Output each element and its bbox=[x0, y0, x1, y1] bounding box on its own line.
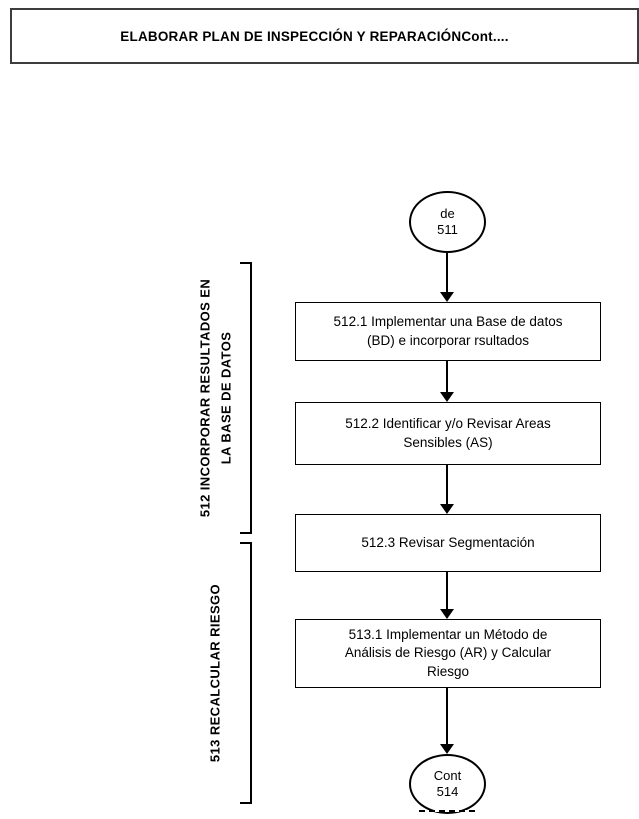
start-node-de-511: de 511 bbox=[409, 191, 486, 253]
section-label-512: 512 INCORPORAR RESULTADOS EN LA BASE DE … bbox=[195, 279, 238, 517]
end-node-line2: 514 bbox=[436, 784, 459, 799]
section-bracket-513 bbox=[240, 542, 252, 804]
arrow-down-3-line bbox=[446, 465, 448, 504]
end-node-cont-514: Cont 514 bbox=[409, 754, 486, 814]
section-label-512-line2: LA BASE DE DATOS bbox=[219, 331, 234, 465]
step-box-513-1: 513.1 Implementar un Método de Análisis … bbox=[295, 619, 601, 688]
arrow-down-2-head bbox=[440, 392, 454, 402]
arrow-down-5-line bbox=[446, 688, 448, 744]
start-node-line1: de bbox=[440, 205, 455, 221]
step-box-512-1: 512.1 Implementar una Base de datos (BD)… bbox=[295, 302, 601, 361]
step-512-3-line1: 512.3 Revisar Segmentación bbox=[361, 534, 535, 550]
start-node-line2: 511 bbox=[437, 222, 458, 237]
step-513-1-line1: 513.1 Implementar un Método de bbox=[348, 627, 548, 643]
step-box-512-3: 512.3 Revisar Segmentación bbox=[295, 514, 601, 572]
title-bar: ELABORAR PLAN DE INSPECCIÓN Y REPARACIÓN… bbox=[10, 8, 639, 64]
section-label-512-line1: 512 INCORPORAR RESULTADOS EN bbox=[197, 278, 213, 518]
section-bracket-512 bbox=[240, 262, 252, 534]
arrow-down-4-head bbox=[440, 609, 454, 619]
end-node-line1: Cont bbox=[433, 767, 462, 783]
arrow-down-1-line bbox=[446, 253, 448, 292]
page-break-dash bbox=[419, 810, 475, 812]
section-label-513: 513 RECALCULAR RIESGO bbox=[204, 584, 225, 762]
step-512-1-line2: (BD) e incorporar rsultados bbox=[366, 332, 530, 348]
arrow-down-1-head bbox=[440, 292, 454, 302]
step-513-1-line2: Análisis de Riesgo (AR) y Calcular bbox=[344, 645, 552, 661]
step-513-1-line3: Riesgo bbox=[426, 663, 470, 679]
section-label-513-line1: 513 RECALCULAR RIESGO bbox=[207, 583, 223, 763]
step-512-1-line1: 512.1 Implementar una Base de datos bbox=[333, 314, 563, 330]
page-title: ELABORAR PLAN DE INSPECCIÓN Y REPARACIÓN… bbox=[120, 28, 509, 44]
step-512-2-line2: Sensibles (AS) bbox=[403, 434, 493, 450]
step-box-512-2: 512.2 Identificar y/o Revisar Areas Sens… bbox=[295, 402, 601, 465]
step-512-2-line1: 512.2 Identificar y/o Revisar Areas bbox=[345, 416, 551, 432]
arrow-down-3-head bbox=[440, 504, 454, 514]
arrow-down-2-line bbox=[446, 361, 448, 392]
arrow-down-5-head bbox=[440, 744, 454, 754]
arrow-down-4-line bbox=[446, 572, 448, 609]
